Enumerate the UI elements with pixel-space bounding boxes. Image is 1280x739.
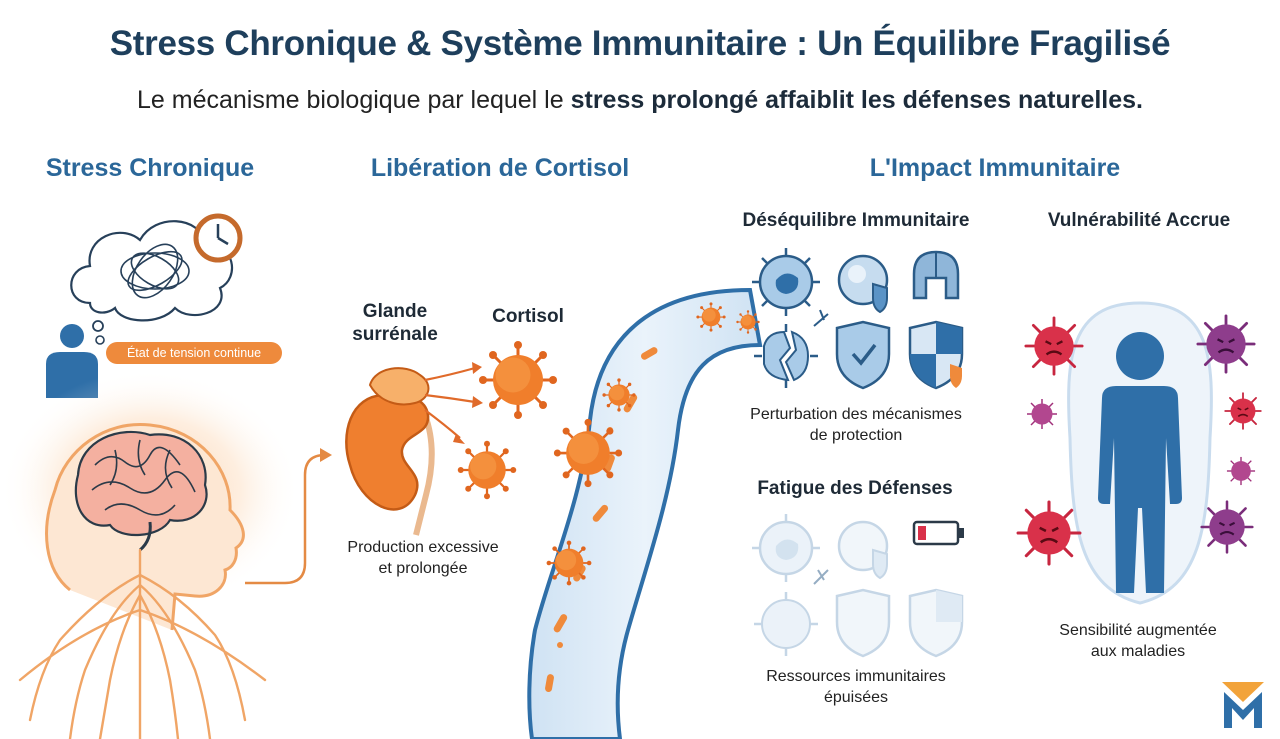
fatigue-title: Fatigue des Défenses	[757, 478, 953, 499]
broken-link-icon	[813, 569, 829, 585]
tangled-thought-icon	[120, 243, 190, 299]
faded-damaged-cell-icon	[754, 592, 818, 656]
subtitle-text: Le mécanisme biologique par lequel le	[136, 86, 571, 114]
check-shield-icon	[835, 320, 891, 390]
gland-label-line1: Glande	[362, 301, 428, 322]
broken-link-icon	[813, 309, 829, 327]
cortisol-caption-line1: Production excessive	[347, 539, 499, 556]
vulnerability-title: Vulnérabilité Accrue	[1047, 210, 1231, 231]
cortisol-label: Cortisol	[492, 306, 564, 327]
virus-icon	[1200, 500, 1254, 554]
virus-icon	[1016, 500, 1082, 566]
blood-vessel	[527, 287, 763, 739]
cortisol-molecule	[601, 377, 637, 413]
thought-bubble-dot	[95, 335, 105, 345]
gland-label-line2: surrénale	[352, 324, 438, 345]
gland-release-arrows	[424, 362, 483, 444]
virus-defs	[0, 0, 1, 1]
stress-heading: Stress Chronique	[45, 154, 255, 182]
faded-shielded-cell-icon	[837, 520, 889, 580]
nerves-icon	[18, 548, 267, 739]
vulnerability-caption-line1: Sensibilité augmentée	[1059, 622, 1217, 639]
virus-icon	[1224, 392, 1262, 430]
fatigue-caption: Ressources immunitaires épuisées	[736, 666, 976, 708]
split-shield-icon	[908, 320, 964, 390]
immune-cell-icon	[752, 248, 820, 316]
imbalance-title: Déséquilibre Immunitaire	[742, 210, 970, 231]
imbalance-caption: Perturbation des mécanismes de protectio…	[728, 404, 984, 446]
brand-logo-icon	[1222, 682, 1264, 728]
fatigue-caption-line2: épuisées	[823, 689, 889, 706]
vulnerability-caption: Sensibilité augmentée aux maladies	[1030, 620, 1246, 662]
immune-cells-weak	[752, 514, 964, 658]
page-subtitle: Le mécanisme biologique par lequel le st…	[0, 86, 1280, 115]
gland-label: Glande surrénale	[340, 300, 450, 346]
low-battery-icon	[912, 520, 964, 546]
damaged-cell-icon	[754, 324, 818, 388]
virus-icon	[1024, 316, 1084, 376]
head-illustration	[0, 370, 300, 739]
cortisol-molecule	[545, 539, 593, 587]
imbalance-caption-line1: Perturbation des mécanismes	[750, 406, 962, 423]
stress-to-gland-arrow	[245, 448, 332, 585]
cortisol-caption-line2: et prolongée	[378, 560, 468, 577]
cortisol-caption: Production excessive et prolongée	[328, 537, 518, 579]
cortisol-molecule	[456, 439, 518, 501]
impact-heading: L'Impact Immunitaire	[869, 154, 1121, 182]
imbalance-caption-line2: de protection	[809, 427, 903, 444]
fatigue-caption-line1: Ressources immunitaires	[766, 668, 946, 685]
faded-shield-icon	[835, 588, 891, 658]
shielded-cell-icon	[837, 254, 889, 314]
subtitle-emphasis: stress prolongé affaiblit les défenses n…	[570, 86, 1144, 114]
faded-split-shield-icon	[908, 588, 964, 658]
brain-icon	[74, 430, 208, 552]
virus-icon	[1196, 314, 1256, 374]
virus-icon	[1026, 398, 1058, 430]
adrenal-gland-icon	[345, 367, 435, 536]
cortisol-molecule	[552, 417, 624, 489]
faded-cell-icon	[752, 514, 820, 582]
helmet-icon	[912, 250, 960, 300]
clock-icon	[193, 213, 243, 263]
page-title: Stress Chronique & Système Immunitaire :…	[109, 24, 1171, 63]
virus-icon	[1226, 456, 1256, 486]
cortisol-heading: Libération de Cortisol	[370, 154, 630, 182]
vulnerable-person-icon	[1067, 301, 1213, 605]
cortisol-molecule	[695, 301, 727, 333]
vulnerability-caption-line2: aux maladies	[1090, 643, 1186, 660]
tension-badge: État de tension continue	[106, 342, 282, 364]
immune-cells-strong	[752, 248, 964, 390]
